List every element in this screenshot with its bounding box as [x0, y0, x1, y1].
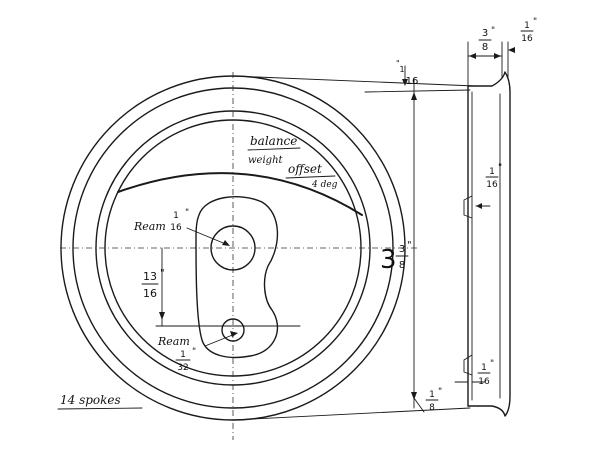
top-sixteenth-num: 1 — [399, 65, 404, 74]
label-ream-bottom: Ream — [157, 335, 190, 348]
top-sixteenth-mark: " — [396, 59, 400, 68]
wall-den: 16 — [486, 180, 498, 190]
tip-mark: " — [533, 17, 537, 27]
width-arrow-right — [494, 53, 501, 59]
hole-bottom-num: 1 — [180, 350, 186, 360]
hole-top-mark: " — [185, 208, 189, 218]
ream-top-arrow — [222, 240, 230, 246]
lower-notch — [463, 354, 473, 376]
rim-section-outline — [467, 71, 511, 417]
offset-underline — [285, 175, 336, 179]
tip-den: 16 — [521, 34, 533, 44]
bottom-eighth-leader — [413, 397, 425, 413]
label-balance: balance — [250, 134, 297, 148]
hole-bottom-fraction: 1 32 " — [175, 347, 196, 373]
bottom-den: 8 — [429, 403, 435, 413]
height-mark: " — [407, 240, 412, 251]
flange-mark: " — [490, 359, 494, 369]
spacing-arrow — [159, 312, 165, 320]
hole-top-fraction: 1 16 " — [170, 208, 189, 233]
flange-den: 16 — [478, 377, 490, 387]
label-four-deg: 4 deg — [311, 180, 338, 190]
top-boss — [210, 225, 256, 271]
bottom-num: 1 — [429, 390, 435, 400]
width-arrow-left — [469, 53, 476, 59]
spacing-num: 13 — [143, 270, 157, 283]
flange-num: 1 — [481, 363, 487, 373]
height-dim-text: 3 3 8 " — [380, 240, 412, 275]
upper-notch — [463, 195, 473, 219]
height-whole: 3 — [380, 245, 397, 275]
bottom-extension-line — [232, 407, 471, 421]
ream-bottom-arrow — [230, 331, 238, 337]
wall-num: 1 — [489, 167, 495, 177]
height-num: 3 — [399, 244, 405, 255]
label-ream-top: Ream — [133, 220, 166, 233]
hole-top-den: 16 — [170, 223, 182, 233]
width-den: 8 — [482, 42, 488, 53]
wall-dim-text: 1 16 " — [485, 163, 502, 190]
hole-bottom-mark: " — [192, 347, 196, 357]
balance-weight-chord — [117, 172, 363, 216]
top-extension-line — [232, 75, 476, 87]
front-view — [60, 72, 420, 440]
top-extension-line-2 — [364, 89, 471, 93]
spacing-fraction: 13 16 " — [141, 268, 165, 300]
top-sixteenth-arrow — [402, 79, 408, 86]
spacing-den: 16 — [143, 287, 157, 300]
width-dim-text: 3 8 " — [478, 26, 495, 53]
width-mark: " — [491, 26, 495, 36]
tip-dim-text: 1 16 " — [520, 17, 537, 44]
ream-top-leader — [186, 227, 229, 246]
dimension-lines — [232, 41, 515, 421]
annotation-balance-block: balance weight offset 4 deg — [247, 134, 338, 190]
ream-bottom-leader — [204, 333, 236, 347]
wall-arrow — [476, 203, 482, 209]
label-spokes: 14 spokes — [60, 393, 121, 407]
hole-top-num: 1 — [173, 211, 179, 221]
height-arrow-bottom — [411, 392, 417, 400]
spacing-mark: " — [160, 268, 165, 279]
side-section — [454, 71, 511, 417]
bottom-boss — [221, 318, 245, 342]
wall-mark: " — [498, 163, 502, 173]
tip-arrow — [508, 47, 515, 53]
top-sixteenth-dim: 1 16 " — [396, 59, 418, 87]
label-weight: weight — [248, 155, 284, 166]
label-offset: offset — [288, 162, 322, 176]
height-den: 8 — [399, 260, 405, 271]
flange-dim-text: 1 16 " — [477, 359, 494, 387]
hole-bottom-den: 32 — [177, 363, 188, 373]
crank-arm — [195, 196, 279, 359]
tip-num: 1 — [524, 21, 530, 31]
top-sixteenth-den: 16 — [406, 76, 419, 87]
bottom-mark: " — [438, 387, 442, 397]
width-num: 3 — [482, 28, 488, 39]
height-arrow-top — [411, 92, 417, 100]
balance-underline — [247, 147, 301, 151]
bottom-eighth-dim: 1 8 " — [425, 387, 442, 413]
spokes-underline — [57, 407, 143, 410]
